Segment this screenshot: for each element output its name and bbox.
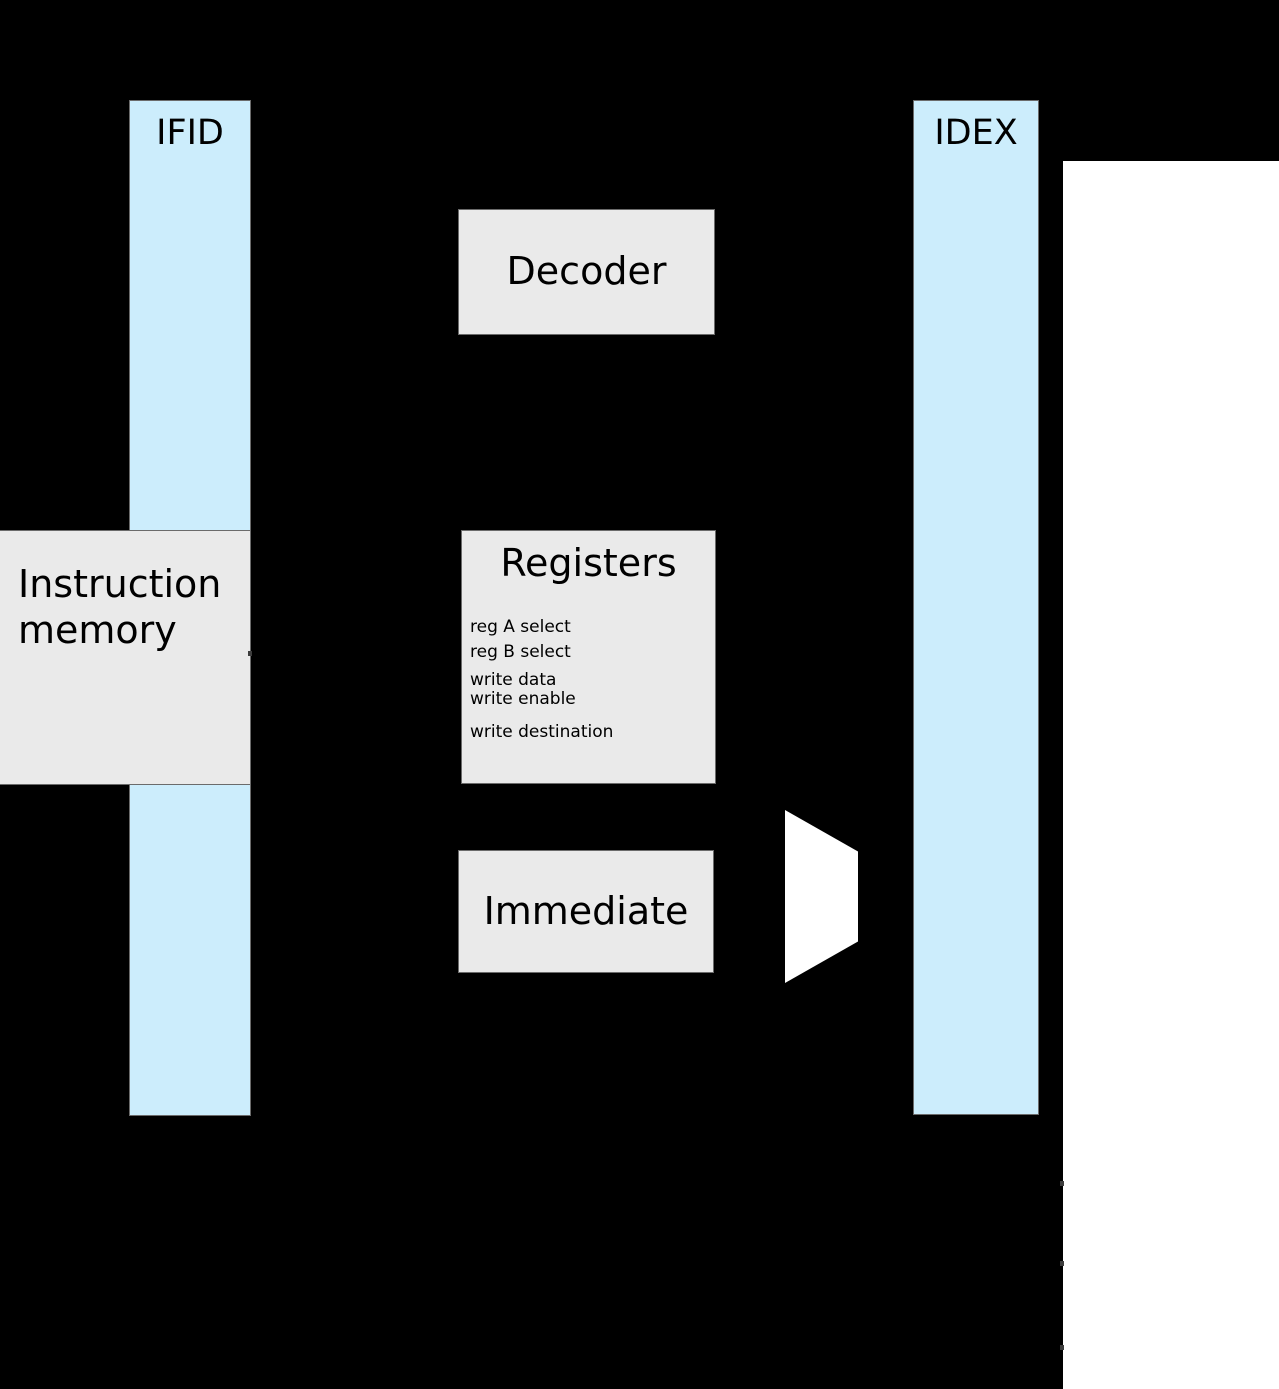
port-label-reg-b-select: reg B select [470, 642, 571, 662]
port-right-boundary-3 [1060, 1345, 1064, 1350]
unit-instruction-memory-label: Instruction memory [18, 562, 222, 653]
port-right-boundary-2 [1060, 1261, 1064, 1266]
pipeline-register-idex[interactable]: IDEX [913, 100, 1039, 1115]
unit-registers[interactable]: Registers reg A select reg B select writ… [461, 530, 716, 784]
unit-immediate[interactable]: Immediate [458, 850, 714, 973]
pipeline-register-ifid-label: IFID [156, 113, 224, 153]
operand-mux[interactable] [785, 810, 858, 983]
pipeline-register-idex-label: IDEX [934, 113, 1018, 153]
port-label-reg-a-select: reg A select [470, 617, 571, 637]
white-background-panel [1063, 161, 1279, 1389]
unit-decoder-label: Decoder [506, 249, 667, 294]
port-label-write-enable: write enable [470, 689, 576, 709]
port-label-write-data: write data [470, 670, 557, 690]
port-label-write-destination: write destination [470, 722, 614, 742]
port-right-boundary-1 [1060, 1181, 1064, 1186]
unit-decoder[interactable]: Decoder [458, 209, 715, 335]
unit-registers-label: Registers [500, 541, 677, 585]
port-instruction-memory-output [248, 651, 252, 656]
unit-immediate-label: Immediate [483, 888, 689, 933]
unit-instruction-memory[interactable]: Instruction memory [0, 530, 251, 785]
